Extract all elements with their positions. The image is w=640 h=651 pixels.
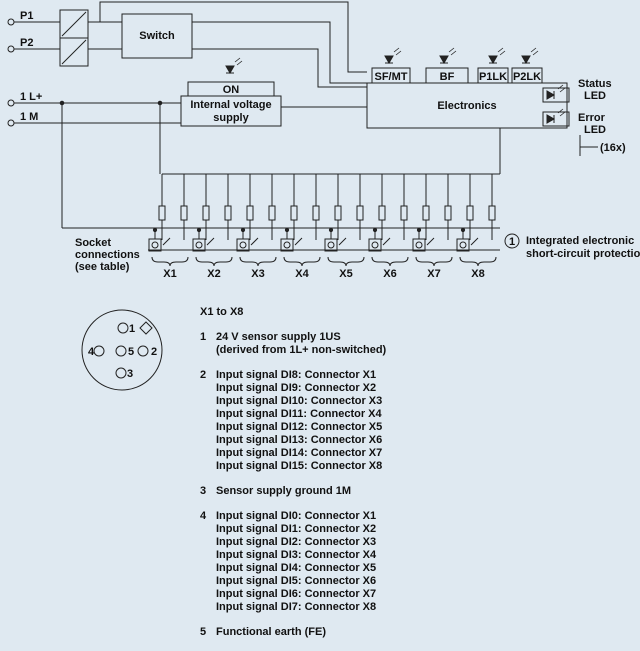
connector-label-x6: X6: [383, 268, 396, 280]
legend-line: Input signal DI13: Connector X6: [216, 434, 383, 446]
switch-label: Switch: [139, 30, 175, 42]
status-led-label-2: LED: [584, 90, 606, 102]
protection-marker: [504, 233, 520, 249]
legend-line: Input signal DI3: Connector X4: [216, 549, 377, 561]
socket-x2: [192, 227, 215, 252]
terminal-m: [7, 119, 15, 127]
pin-label-5: 5: [128, 346, 134, 358]
socket-x5: [324, 227, 347, 252]
socket-label-1: Socket: [75, 237, 111, 249]
legend-line: Input signal DI8: Connector X1: [216, 369, 377, 381]
pin-label-4: 4: [88, 346, 95, 358]
legend-line: 24 V sensor supply 1US: [216, 331, 341, 343]
terminal-l-plus: [7, 99, 15, 107]
legend-line: Input signal DI2: Connector X3: [216, 536, 377, 548]
connector-label-x5: X5: [339, 268, 352, 280]
legend-pin-number: 2: [200, 369, 207, 381]
legend-line: Input signal DI1: Connector X2: [216, 523, 377, 535]
led-box-sf-mt: [371, 67, 411, 84]
electronics-label: Electronics: [437, 100, 496, 112]
legend-line: Input signal DI6: Connector X7: [216, 588, 377, 600]
legend-pin-number: 1: [200, 331, 207, 343]
led-box-p2lk: [511, 67, 543, 84]
led-box-bf: [425, 67, 469, 84]
socket-x8: [456, 227, 479, 252]
label-l-plus: 1 L+: [20, 91, 42, 103]
socket-x7: [412, 227, 435, 252]
connector-label-x1: X1: [163, 268, 176, 280]
socket-x1: [148, 227, 171, 252]
legend-pin-number: 3: [200, 485, 207, 497]
legend-pin-number: 5: [200, 626, 207, 638]
on-led-box: [187, 81, 275, 97]
error-led-count: (16x): [600, 142, 626, 154]
connector-label-x2: X2: [207, 268, 220, 280]
legend-line: Sensor supply ground 1M: [216, 485, 352, 497]
protection-label-2: short-circuit protection: [526, 248, 640, 260]
connector-label-x8: X8: [471, 268, 484, 280]
pin-label-3: 3: [127, 368, 133, 380]
legend-line: Functional earth (FE): [216, 626, 326, 638]
legend-title: X1 to X8: [200, 306, 244, 318]
error-led-label-2: LED: [584, 124, 606, 136]
legend-entry-pin-4: 4 Input signal DI0: Connector X1 Input s…: [200, 510, 630, 614]
pin-assignment-legend: X1 to X8 1 24 V sensor supply 1US (deriv…: [200, 306, 630, 651]
legend-entry-pin-3: 3 Sensor supply ground 1M: [200, 485, 630, 498]
pinout-diagram: [81, 309, 163, 391]
legend-line: Input signal DI7: Connector X8: [216, 601, 377, 613]
terminal-p1: [7, 18, 15, 26]
protection-label-1: Integrated electronic: [526, 235, 634, 247]
legend-line: Input signal DI11: Connector X4: [216, 408, 382, 420]
label-m: 1 M: [20, 111, 38, 123]
socket-x3: [236, 227, 259, 252]
status-led-label-1: Status: [578, 78, 612, 90]
legend-line: Input signal DI14: Connector X7: [216, 447, 383, 459]
legend-entry-pin-1: 1 24 V sensor supply 1US (derived from 1…: [200, 331, 630, 357]
legend-line: Input signal DI9: Connector X2: [216, 382, 377, 394]
led-label-sf-mt: SF/MT: [375, 71, 408, 83]
legend-pin-number: 4: [200, 510, 207, 522]
socket-x4: [280, 227, 303, 252]
switch-box: [121, 13, 193, 59]
connector-label-x4: X4: [295, 268, 309, 280]
terminal-p2: [7, 45, 15, 53]
protection-marker-label: 1: [509, 236, 515, 248]
label-p1: P1: [20, 10, 33, 22]
connector-label-x7: X7: [427, 268, 440, 280]
legend-line: Input signal DI4: Connector X5: [216, 562, 377, 574]
legend-line: Input signal DI5: Connector X6: [216, 575, 377, 587]
socket-x6: [368, 227, 391, 252]
connector-label-x3: X3: [251, 268, 264, 280]
legend-entry-pin-5: 5 Functional earth (FE): [200, 626, 630, 639]
legend-line: Input signal DI15: Connector X8: [216, 460, 383, 472]
pin-label-2: 2: [151, 346, 157, 358]
internal-supply-label-2: supply: [213, 112, 249, 124]
socket-label-3: (see table): [75, 261, 130, 273]
legend-line: Input signal DI10: Connector X3: [216, 395, 383, 407]
pin-label-1: 1: [129, 323, 135, 335]
led-label-bf: BF: [440, 71, 455, 83]
socket-label-2: connections: [75, 249, 140, 261]
on-led-label: ON: [223, 84, 240, 96]
legend-entry-pin-2: 2 Input signal DI8: Connector X1 Input s…: [200, 369, 630, 473]
led-box-p1lk: [477, 67, 509, 84]
error-led-label-1: Error: [578, 112, 606, 124]
legend-line: (derived from 1L+ non-switched): [216, 344, 387, 356]
p2-port-block: [59, 37, 89, 67]
label-p2: P2: [20, 37, 33, 49]
legend-line: Input signal DI0: Connector X1: [216, 510, 377, 522]
internal-supply-label-1: Internal voltage: [190, 99, 271, 111]
led-label-p1lk: P1LK: [479, 71, 507, 83]
led-label-p2lk: P2LK: [513, 71, 541, 83]
legend-line: Input signal DI12: Connector X5: [216, 421, 383, 433]
